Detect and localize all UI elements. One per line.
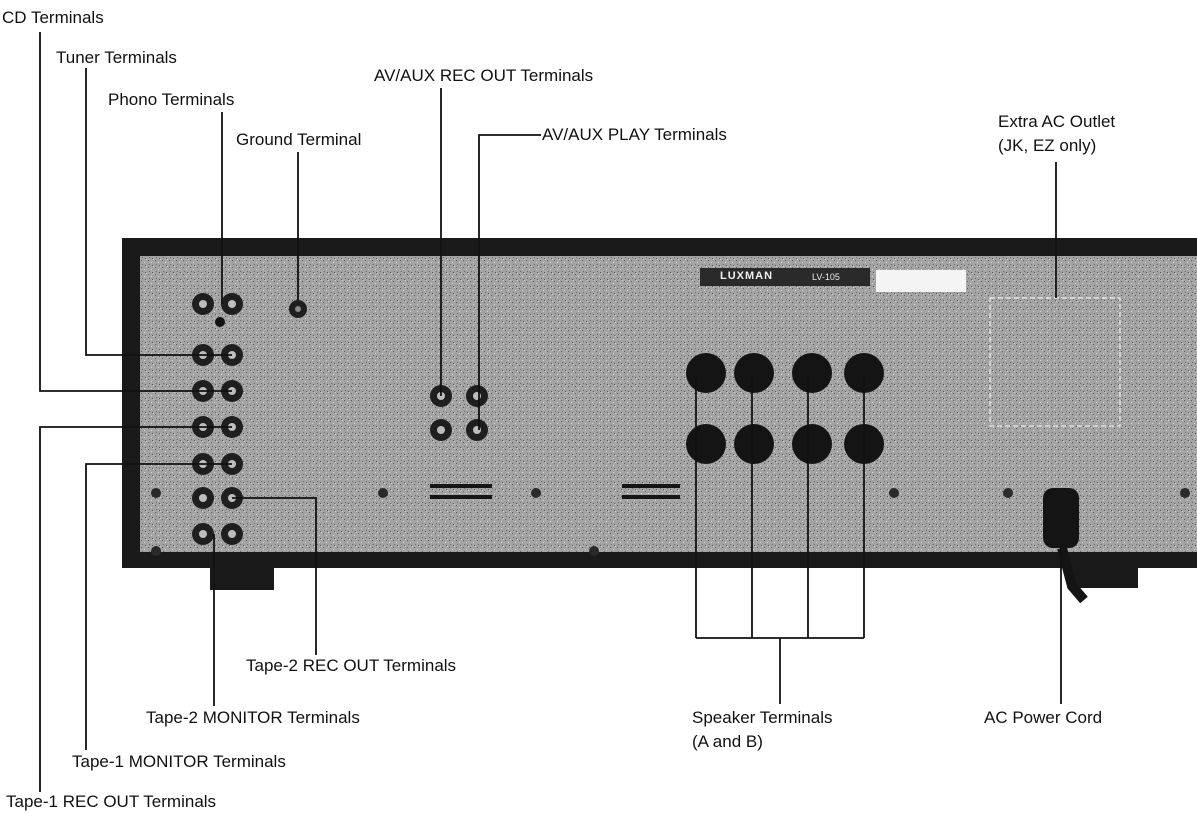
label-speaker-terminals-note: (A and B) [692, 732, 763, 751]
label-tape2-rec-out-terminals: Tape-2 REC OUT Terminals [246, 656, 457, 675]
ground-terminal [289, 300, 307, 318]
tape1-monitor-leader [85, 463, 232, 750]
label-speaker-terminals: Speaker Terminals [692, 708, 833, 727]
brand-plate [700, 268, 870, 286]
label-tape2-monitor-terminals: Tape-2 MONITOR Terminals [146, 708, 360, 727]
phono-jacks [192, 293, 243, 327]
panel-model-text: LV-105 [812, 272, 840, 282]
label-ac-power-cord: AC Power Cord [984, 708, 1103, 727]
label-extra-ac-outlet-note: (JK, EZ only) [998, 136, 1097, 155]
extra-ac-outlet-outline [989, 297, 1121, 427]
label-ground-terminal: Ground Terminal [236, 130, 362, 149]
tape1-rec-out-leader [39, 426, 232, 792]
panel-brand-text: LUXMAN [720, 270, 774, 282]
label-cd-terminals: CD Terminals [2, 8, 104, 27]
leader-lines [39, 32, 1062, 792]
label-tape1-rec-out-terminals: Tape-1 REC OUT Terminals [6, 792, 217, 811]
label-av-aux-rec-out-terminals: AV/AUX REC OUT Terminals [374, 66, 594, 85]
amplifier-rear-panel [122, 238, 1197, 590]
label-tuner-terminals: Tuner Terminals [56, 48, 177, 67]
panel-screws [151, 488, 1190, 556]
rca-jacks [192, 293, 488, 545]
tape2-rec-out-jacks [192, 487, 243, 509]
label-extra-ac-outlet: Extra AC Outlet [998, 112, 1116, 131]
tuner-leader [85, 68, 232, 356]
cd-leader [39, 32, 232, 392]
label-phono-terminals: Phono Terminals [108, 90, 235, 109]
ac-power-cord-plug [1043, 488, 1088, 604]
panel-vent-slots [430, 484, 680, 499]
tape2-monitor-jacks [192, 523, 243, 545]
nameplate-sticker [876, 270, 966, 292]
av-play-leader [478, 134, 541, 430]
label-av-aux-play-terminals: AV/AUX PLAY Terminals [542, 125, 727, 144]
tape2-rec-out-leader [232, 497, 317, 655]
label-tape1-monitor-terminals: Tape-1 MONITOR Terminals [72, 752, 286, 771]
